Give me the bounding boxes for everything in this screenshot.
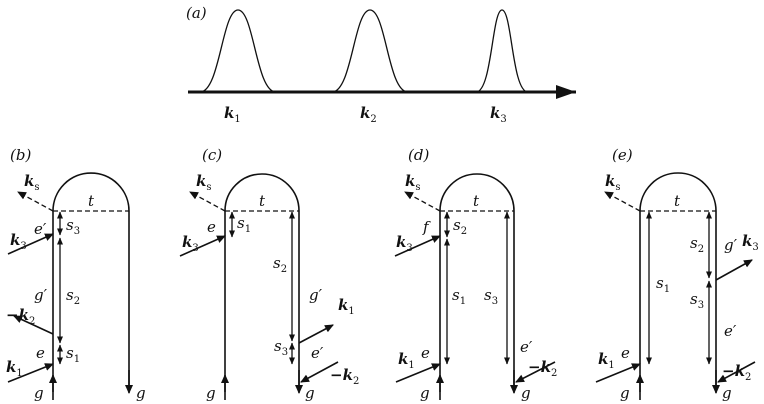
keldysh-contour [439,173,515,400]
pulse-k3-arrow [179,235,226,257]
panel-e-label: (e) [612,146,633,164]
pulse-k2-label: −k2 [6,306,35,327]
panel-a-label: (a) [186,4,207,22]
pulse-k2-label: −k2 [330,366,359,387]
panel-b: (b) t ks k3 −k2 k1 e′ g′ e g g s3 s2 s1 [6,146,146,402]
keldysh-contour [224,173,300,400]
state-e: e [421,344,430,362]
pulse-k2-label: −k2 [528,358,557,379]
signal-arrow [17,191,54,212]
pulse-k1 [199,9,277,93]
pulse-k1-arrow [395,363,441,383]
panel-c: (c) t ks k3 k1 −k2 e g′ e′ g g s1 s2 s3 [179,146,359,402]
panel-d-label: (d) [408,146,429,164]
ground-left: g [620,384,630,402]
pulse-k1-label: k1 [6,358,23,379]
pulse-k2-label: −k2 [722,362,751,383]
signal-label: ks [196,172,212,193]
interval-s1-label: s1 [66,344,80,365]
panel-b-label: (b) [10,146,31,164]
state-g-prime: g′ [309,286,323,304]
pulse-k1-label: k1 [398,350,415,371]
state-e: e [621,344,630,362]
pulse-label-k2: k2 [360,104,377,125]
ground-right: g [305,384,315,402]
interval-s3-label: s3 [484,286,498,307]
state-g-prime: g′ [724,236,738,254]
signal-label: ks [405,172,421,193]
panel-d: (d) t ks k3 k1 −k2 f e e′ g g s2 s1 s3 [394,146,557,402]
signal-label: ks [24,172,40,193]
pulse-k2 [331,9,409,93]
time-t-label: t [674,192,681,210]
pulse-k2-arrow [717,361,756,383]
pulse-k3 [475,9,529,93]
pulse-k3-label: k3 [10,231,27,252]
ground-right: g [521,384,531,402]
interval-s1-label: s1 [237,214,251,235]
panel-a: (a) k1 k2 k3 [186,4,576,125]
state-e-prime: e′ [311,344,324,362]
state-e-prime: e′ [724,322,737,340]
ground-left: g [34,384,44,402]
interval-s2-label: s2 [273,254,287,275]
interval-s2-label: s2 [66,286,80,307]
ground-right: g [136,384,146,402]
state-f: f [422,218,431,236]
signal-label: ks [605,172,621,193]
keldysh-contour [639,172,717,400]
pulse-label-k3: k3 [490,104,507,125]
state-e: e [207,218,216,236]
ground-left: g [206,384,216,402]
state-e: e [36,344,45,362]
pulse-k3-arrow [394,235,441,257]
pulse-k1-label: k1 [598,350,615,371]
interval-s1-label: s1 [656,274,670,295]
pulse-k1-label: k1 [338,296,355,317]
pulse-k3-label: k3 [182,233,199,254]
pulse-k3-arrow [7,233,54,255]
interval-s2-label: s2 [690,234,704,255]
pulse-k2-arrow [13,315,54,335]
pulse-k3-label: k3 [396,233,413,254]
pulse-k1-arrow [7,363,54,383]
interval-s1-label: s1 [452,286,466,307]
state-g-prime: g′ [34,286,48,304]
pulse-label-k1: k1 [224,104,241,125]
ground-left: g [420,384,430,402]
interval-s3-label: s3 [690,290,704,311]
signal-arrow [404,191,441,212]
keldysh-contour [52,172,130,400]
time-t-label: t [473,192,480,210]
pulse-k2-arrow [515,361,556,383]
pulse-k3-label: k3 [742,232,759,253]
state-e-prime: e′ [520,338,533,356]
interval-s3-label: s3 [66,216,80,237]
pulse-k1-arrow [298,324,334,344]
panel-e: (e) t ks k3 k1 −k2 e g′ e′ g g s1 s2 s3 [595,146,759,402]
time-t-label: t [88,192,95,210]
signal-arrow [189,191,226,212]
pulse-k1-arrow [595,363,641,383]
interval-s2-label: s2 [453,216,467,237]
time-t-label: t [259,192,266,210]
signal-arrow [604,191,641,212]
interval-s3-label: s3 [274,337,288,358]
pulse-k3-arrow [715,259,753,281]
pulse-k2-arrow [300,361,339,383]
state-e-prime: e′ [34,220,47,238]
ground-right: g [722,384,732,402]
panel-c-label: (c) [202,146,222,164]
